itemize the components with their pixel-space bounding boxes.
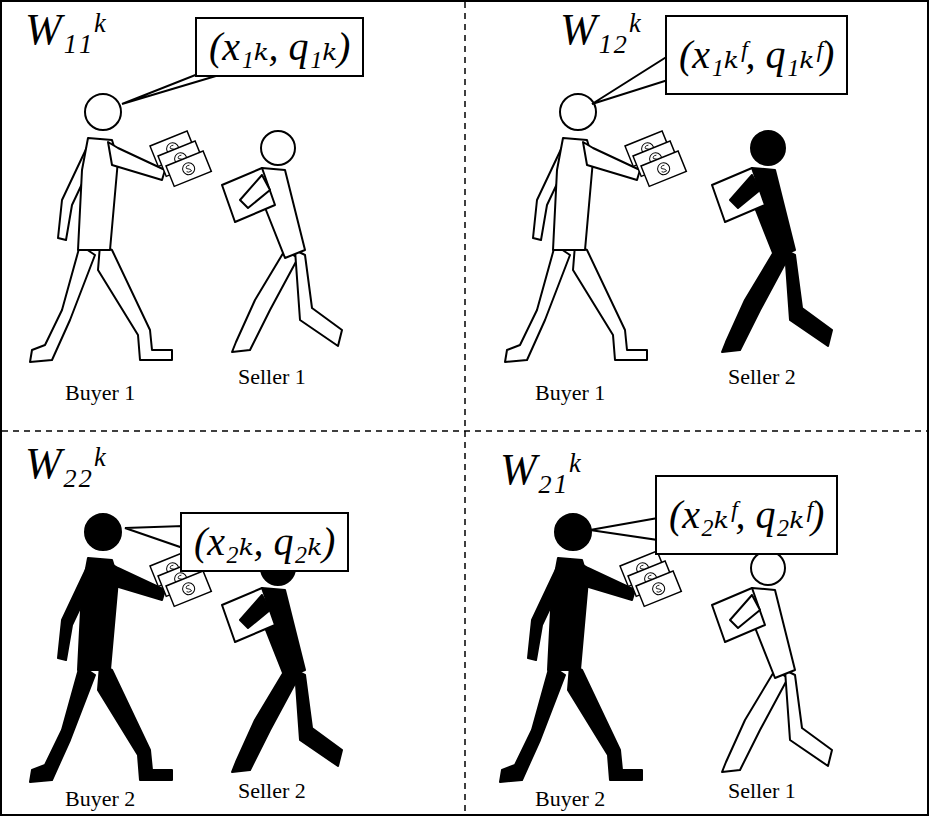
role-label: Buyer 2 <box>535 786 605 811</box>
role-label: Seller 2 <box>238 778 306 803</box>
body-part <box>568 665 642 780</box>
seller-figure <box>222 551 342 772</box>
banknote-mark <box>655 585 662 593</box>
parcel-box <box>222 168 275 222</box>
speech-bubble: (x₁ₖ, q₁ₖ) <box>195 17 364 77</box>
body-part <box>722 250 788 352</box>
head <box>85 514 121 550</box>
banknote <box>641 151 686 186</box>
role-label: Buyer 1 <box>535 380 605 405</box>
bubble-text: (x₂ₖᶠ, q₂ₖᶠ) <box>669 491 824 539</box>
body-part <box>505 245 570 362</box>
banknote-seal <box>181 581 197 597</box>
body-part <box>500 665 565 782</box>
seller-figure <box>222 131 342 352</box>
bubble-text: (x₁ₖᶠ, q₁ₖᶠ) <box>679 31 834 79</box>
head <box>751 131 785 165</box>
banknote-seal <box>181 161 197 177</box>
body-part <box>295 250 342 346</box>
payoff-label: W₂₁ᵏ <box>500 446 580 494</box>
banknote-mark <box>660 165 667 173</box>
head <box>261 131 295 165</box>
seller-figure <box>712 551 832 772</box>
divider-line <box>2 430 928 432</box>
body-part <box>98 665 172 780</box>
banknote <box>166 571 211 606</box>
payoff-label: W₁₂ᵏ <box>560 6 640 54</box>
body-part <box>752 168 795 258</box>
body-part <box>240 595 270 628</box>
parcel-box <box>712 588 765 642</box>
role-label: Seller 1 <box>728 778 796 803</box>
body-part <box>730 595 760 628</box>
body-part <box>785 670 832 766</box>
body-part <box>232 670 298 772</box>
banknote-paper <box>641 151 686 186</box>
head <box>560 94 596 130</box>
speech-tail <box>125 526 183 548</box>
banknote-seal <box>651 581 667 597</box>
banknote-paper <box>166 571 211 606</box>
body-part <box>262 588 305 678</box>
speech-tail <box>590 518 658 540</box>
body-part <box>30 665 95 782</box>
banknote-paper <box>166 151 211 186</box>
body-part <box>240 175 270 208</box>
banknote-seal <box>656 161 672 177</box>
body-part <box>295 670 342 766</box>
buyer-figure <box>30 94 211 362</box>
speech-bubble: (x₂ₖᶠ, q₂ₖᶠ) <box>655 475 838 555</box>
banknote <box>636 571 681 606</box>
seller-figure <box>712 131 832 352</box>
body-part <box>722 670 788 772</box>
role-label: Seller 1 <box>238 364 306 389</box>
parcel-box <box>222 588 275 642</box>
bubble-text: (x₁ₖ, q₁ₖ) <box>209 23 350 71</box>
speech-tail <box>592 56 668 104</box>
body-part <box>573 245 647 360</box>
speech-bubble: (x₂ₖ, q₂ₖ) <box>180 512 349 572</box>
body-part <box>785 250 832 346</box>
banknote-mark <box>185 585 192 593</box>
bubble-text: (x₂ₖ, q₂ₖ) <box>194 518 335 566</box>
body-part <box>730 175 760 208</box>
body-part <box>752 588 795 678</box>
body-part <box>262 168 305 258</box>
parcel-box <box>712 168 765 222</box>
speech-bubble: (x₁ₖᶠ, q₁ₖᶠ) <box>665 15 848 95</box>
role-label: Buyer 2 <box>65 786 135 811</box>
buyer-figure <box>505 94 686 362</box>
role-label: Seller 2 <box>728 364 796 389</box>
banknote <box>166 151 211 186</box>
divider-line <box>464 2 466 815</box>
payoff-label: W₁₁ᵏ <box>25 6 105 54</box>
banknote-mark <box>185 165 192 173</box>
payoff-label: W₂₂ᵏ <box>25 440 105 488</box>
head <box>751 551 785 585</box>
body-part <box>232 250 298 352</box>
body-part <box>98 245 172 360</box>
banknote-paper <box>636 571 681 606</box>
body-part <box>30 245 95 362</box>
head <box>85 94 121 130</box>
head <box>555 514 591 550</box>
role-label: Buyer 1 <box>65 380 135 405</box>
